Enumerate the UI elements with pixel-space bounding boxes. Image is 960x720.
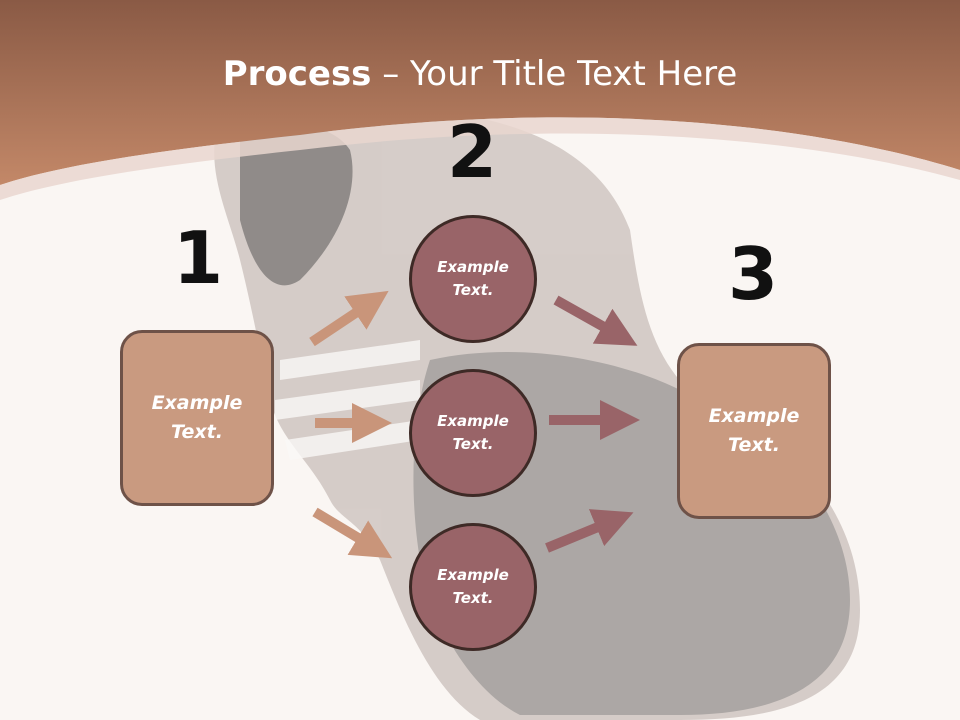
arrow-right-top (553, 295, 638, 346)
page-title: Process – Your Title Text Here (0, 52, 960, 96)
title-rest: – Your Title Text Here (371, 54, 738, 94)
step-number-2: 2 (446, 110, 498, 194)
left-box-label: Example Text. (151, 392, 243, 443)
arrow-left-bottom (312, 507, 393, 559)
step-number-3: 3 (727, 232, 779, 316)
circle-top-label: Example Text. (437, 258, 509, 299)
arrow-right-bottom (545, 509, 634, 553)
circle-bottom: Example Text. (409, 523, 537, 651)
circle-middle-label: Example Text. (437, 412, 509, 453)
right-box-label: Example Text. (708, 405, 800, 456)
circle-top: Example Text. (409, 215, 537, 343)
right-box: Example Text. (677, 343, 831, 519)
arrow-left-top (309, 290, 389, 347)
left-box: Example Text. (120, 330, 274, 506)
circle-bottom-label: Example Text. (437, 566, 509, 607)
title-bold: Process (222, 54, 372, 94)
step-number-1: 1 (172, 216, 224, 300)
circle-middle: Example Text. (409, 369, 537, 497)
